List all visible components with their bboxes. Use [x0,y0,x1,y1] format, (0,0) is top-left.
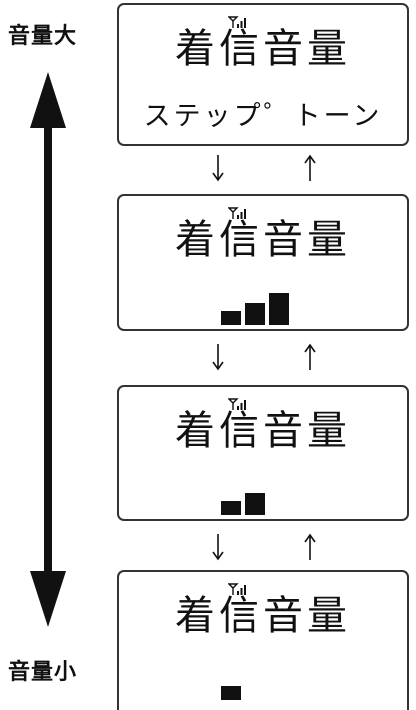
lcd-screen-volume-2: 着信音量 [117,385,409,521]
volume-level-indicator [221,285,311,325]
double-headed-arrow-icon [30,72,66,627]
volume-bar [269,293,289,325]
screen-title: 着信音量 [175,408,351,454]
down-arrow-icon [212,155,224,182]
transition-arrows [117,343,409,373]
antenna-signal-icon [228,583,246,595]
up-arrow-icon [304,154,316,181]
volume-bar [221,501,241,515]
volume-high-label: 音量大 [8,24,78,49]
volume-bar [245,493,265,515]
screen-title: 着信音量 [175,593,351,639]
volume-bar [221,311,241,325]
screen-subtitle: ステップ゜トーン [143,101,383,132]
lcd-screen-volume-1: 着信音量 [117,570,409,710]
lcd-screen-step-tone: 着信音量 ステップ゜トーン [117,3,409,146]
up-arrow-icon [304,533,316,560]
volume-low-label: 音量小 [8,660,78,685]
up-arrow-icon [304,343,316,370]
down-arrow-icon [212,534,224,561]
down-arrow-icon [212,344,224,371]
volume-level-indicator [221,660,311,700]
volume-bar [221,686,241,700]
lcd-screen-volume-3: 着信音量 [117,194,409,331]
volume-level-indicator [221,475,311,515]
volume-bar [245,303,265,325]
screen-title: 着信音量 [175,26,351,72]
transition-arrows [117,154,409,184]
screen-title: 着信音量 [175,217,351,263]
antenna-signal-icon [228,16,246,28]
antenna-signal-icon [228,207,246,219]
transition-arrows [117,533,409,563]
antenna-signal-icon [228,398,246,410]
